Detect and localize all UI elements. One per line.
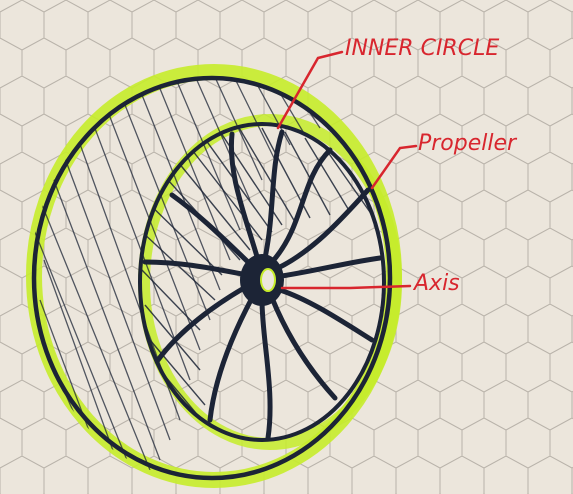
propeller-label: Propeller bbox=[418, 131, 518, 156]
inner-circle-label: INNER CIRCLE bbox=[345, 36, 499, 61]
axis-label: Axis bbox=[412, 271, 460, 296]
axis-hole bbox=[261, 269, 275, 291]
